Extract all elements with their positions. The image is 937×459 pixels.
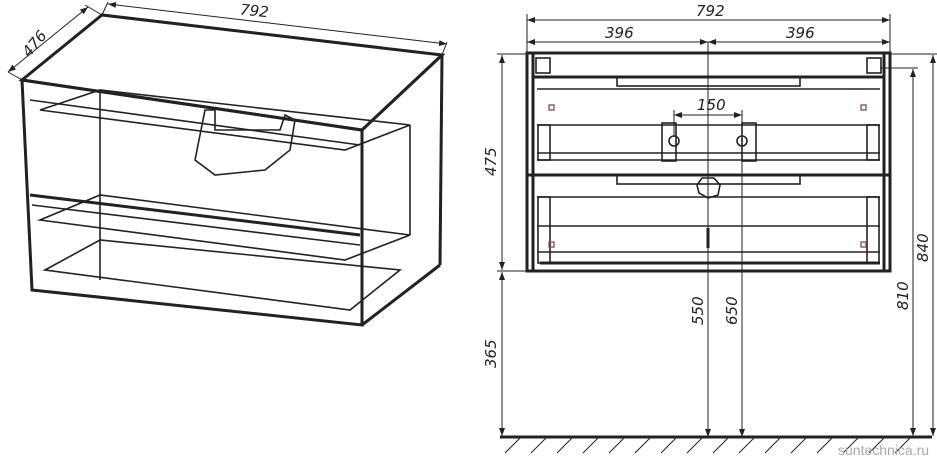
drain-outlet-icon: [696, 177, 721, 199]
iso-depth-label: 476: [18, 27, 50, 61]
dim-outlet-height-550: 550: [689, 296, 707, 325]
dim-cabinet-height: 475: [482, 147, 500, 176]
dim-hole-spacing: 150: [697, 96, 726, 114]
dim-half-width-left: 396: [605, 24, 634, 42]
dim-overall-width: 792: [696, 2, 725, 20]
dim-outlet-height-650: 650: [723, 296, 741, 325]
iso-front-outline: [20, 78, 364, 327]
isometric-view: 792 476: [7, 0, 448, 327]
iso-width-label: 792: [239, 0, 269, 21]
dim-mount-height: 810: [894, 281, 912, 310]
floor-hatching: [504, 437, 911, 454]
dim-total-height: 840: [914, 233, 932, 262]
dim-half-width-right: 396: [786, 24, 815, 42]
watermark: suntechnica.ru: [838, 442, 929, 458]
front-view: 792 396 396 150 475 365 550 650 810 840 …: [482, 2, 937, 458]
water-inlet-left-icon: [668, 135, 680, 147]
dim-floor-to-cabinet: 365: [482, 339, 500, 368]
